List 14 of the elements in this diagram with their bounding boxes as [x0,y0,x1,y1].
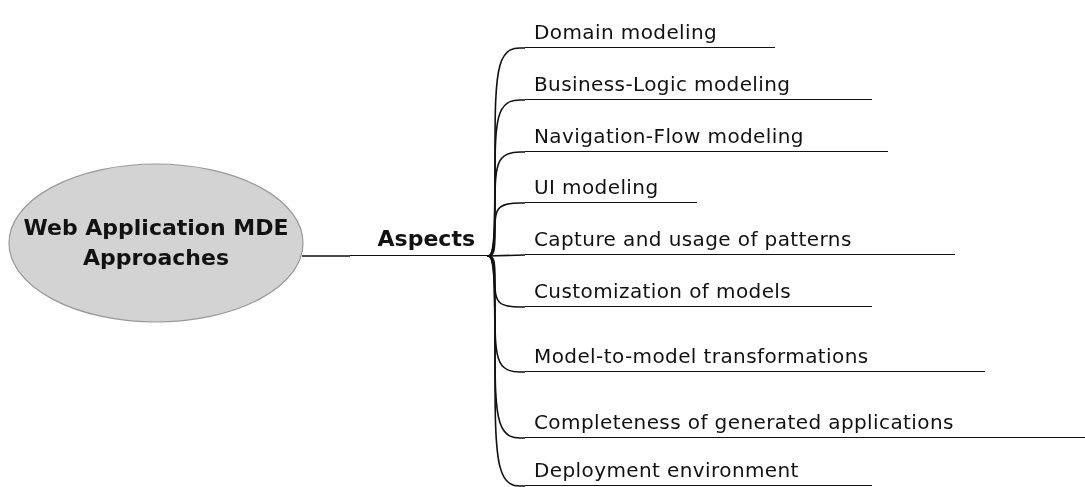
branch-label: Capture and usage of patterns [525,223,955,255]
branch-label: Business-Logic modeling [525,68,872,100]
branch-line [486,47,526,257]
branch-label: Navigation-Flow modeling [525,120,888,152]
branch-label: Deployment environment [525,454,872,486]
branch-line [486,255,526,487]
branch-label: Customization of models [525,275,872,307]
branch-line [301,255,351,257]
branch-label: Completeness of generated applications [525,406,1085,438]
topic-ellipse: Web Application MDE Approaches [8,163,304,323]
branch-label: Domain modeling [525,16,775,48]
branch-label: UI modeling [525,171,697,203]
branch-label: Model-to-model transformations [525,340,985,372]
branch-label: Aspects [350,218,487,256]
